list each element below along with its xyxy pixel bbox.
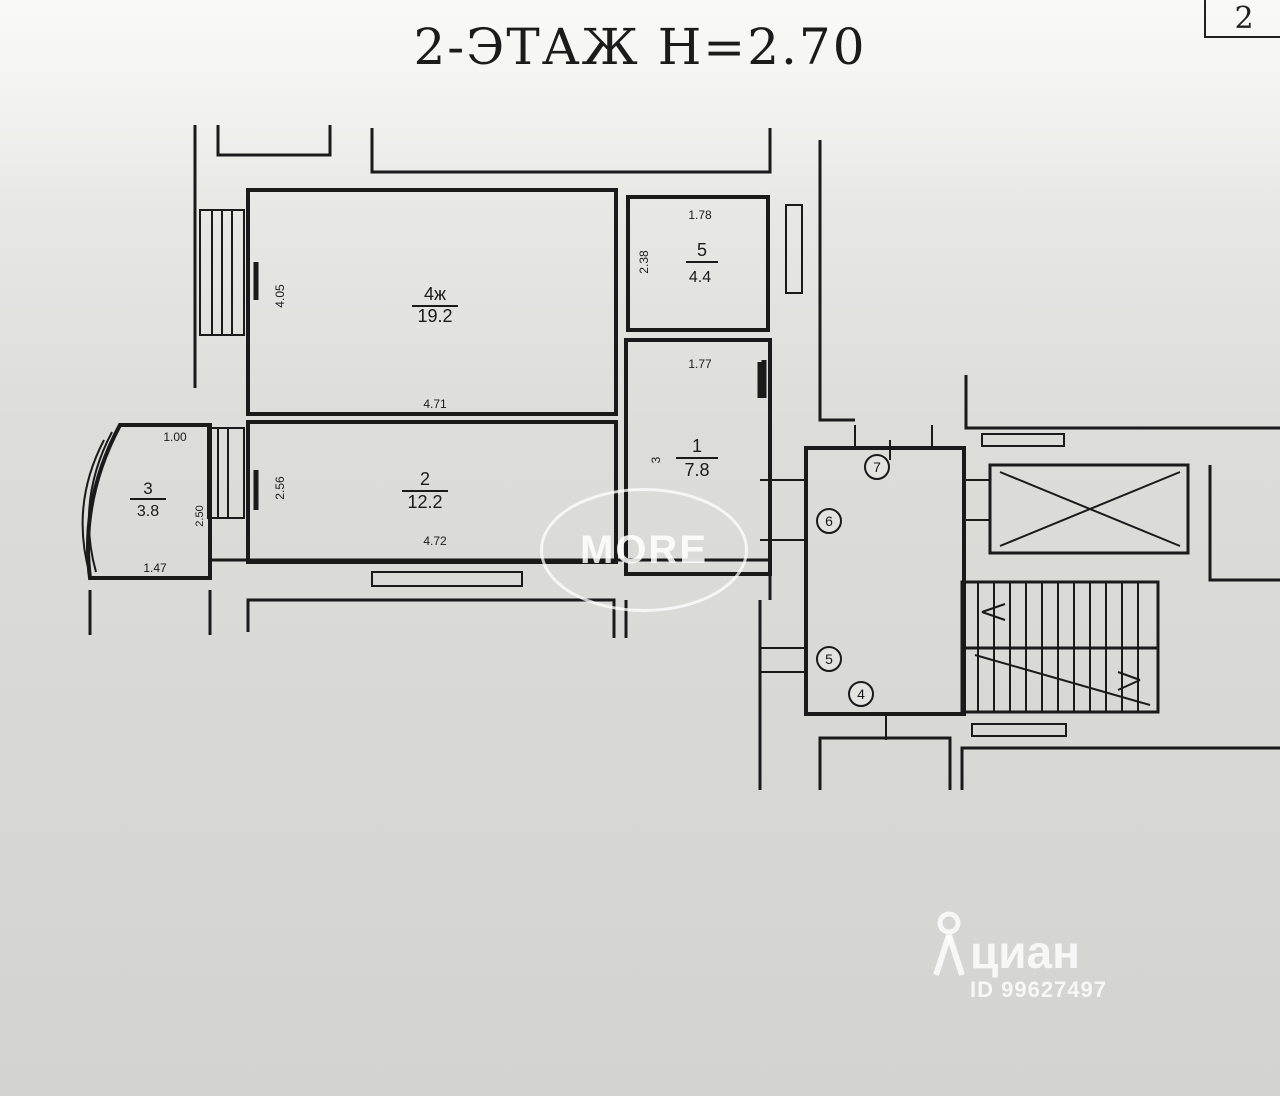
axis-label-4: 4 (857, 686, 865, 702)
axis-label-5: 5 (825, 651, 833, 667)
room-3-height: 2.50 (194, 505, 206, 526)
loggia-rail-outer (81, 439, 105, 576)
core-door-marks (854, 425, 933, 740)
room-5-height: 2.38 (637, 250, 651, 274)
radiator-right (785, 204, 803, 294)
radiator-bottom (371, 571, 523, 587)
room-5-outline (626, 195, 770, 332)
loggia-door-lines (217, 428, 229, 518)
wall-core-bottom (818, 736, 1280, 790)
cian-brand: циан (970, 926, 1080, 978)
room-4-number: 4ж (424, 284, 446, 304)
axis-marker-7 (864, 454, 890, 480)
corridor-door-marks (760, 479, 806, 673)
photo-glare (0, 0, 1280, 210)
room-5-width: 1.78 (688, 208, 712, 222)
room-2-number: 2 (420, 469, 430, 489)
room-3-number: 3 (143, 479, 152, 498)
cian-watermark: циан ID 99627497 (930, 905, 1160, 1005)
wall-bottom-left-stub (88, 590, 212, 635)
elevator-cross (999, 471, 1181, 547)
location-pin-icon (933, 911, 965, 976)
room-1-height: 3 (649, 456, 663, 463)
radiator-core-bottom (971, 723, 1067, 737)
floor-title: 2-ЭТАЖ Н=2.70 (413, 18, 867, 76)
radiator-core-top (981, 433, 1065, 447)
elevator-shaft (988, 463, 1190, 555)
axis-label-6: 6 (825, 513, 833, 529)
room-2-height: 2.56 (273, 476, 287, 500)
listing-id: ID 99627497 (970, 977, 1107, 1002)
room-1-width: 1.77 (688, 357, 712, 371)
balcony-door-lines (211, 210, 233, 335)
room-3-top-width: 1.00 (163, 430, 187, 444)
room-4-height: 4.05 (273, 284, 287, 308)
stair-arrow-right (1117, 671, 1141, 691)
corridor-walls (624, 600, 762, 790)
elevator-door-marks (965, 479, 990, 521)
room-1-area: 7.8 (684, 460, 709, 480)
room-2-area: 12.2 (407, 492, 442, 512)
axis-label-7: 7 (873, 459, 881, 475)
sheet-number: 2 (1204, 0, 1280, 38)
wall-right-core (1208, 465, 1280, 582)
wall-bottom (208, 558, 772, 600)
axis-marker-4 (848, 681, 874, 707)
wall-right-upper (818, 140, 855, 422)
wall-stair-top (964, 375, 1280, 430)
window-niche-top (370, 128, 772, 174)
window-niche-bottom (246, 598, 616, 638)
stair-arrow-left (981, 603, 1006, 621)
loggia-door-frame (207, 427, 245, 519)
room-5-number: 5 (697, 240, 707, 260)
room-3-outline (86, 423, 212, 580)
room-4-area: 19.2 (417, 306, 452, 326)
stair-direction-line (974, 654, 1151, 706)
room-2-width: 4.72 (423, 534, 447, 548)
room-4-width: 4.71 (423, 397, 447, 411)
room-5-area: 4.4 (689, 269, 711, 286)
axis-marker-5 (816, 646, 842, 672)
room-3-area: 3.8 (137, 503, 159, 520)
loggia-rail (87, 431, 113, 573)
door-marks (253, 262, 767, 510)
lobby-outline (804, 446, 966, 716)
room-3-width: 1.47 (143, 561, 167, 575)
room-1-number: 1 (692, 436, 702, 456)
axis-marker-6 (816, 508, 842, 534)
window-niche-top-left (216, 125, 332, 157)
more-watermark: MORE (540, 488, 748, 612)
room-4-outline (246, 188, 618, 416)
